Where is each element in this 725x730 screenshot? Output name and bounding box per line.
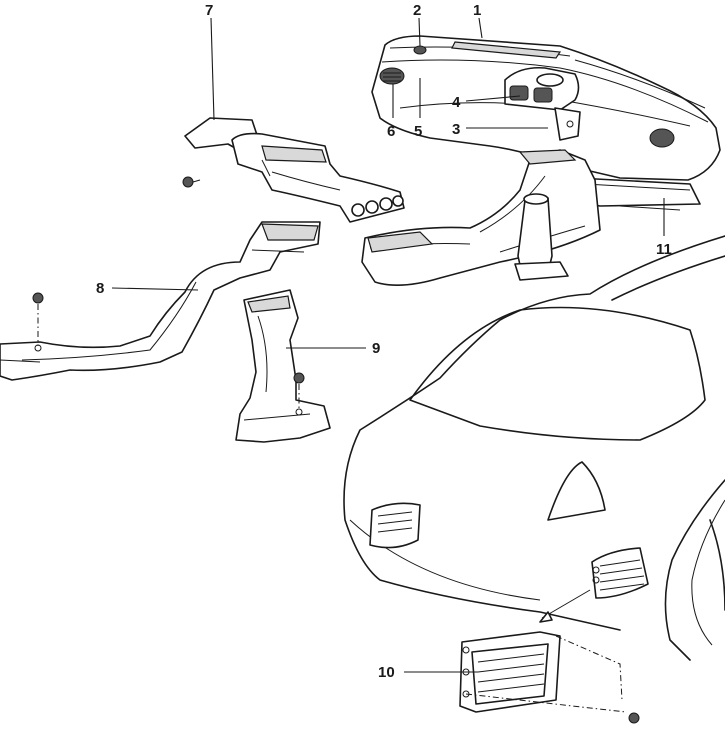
- callout-11: 11: [656, 241, 672, 258]
- leader-lines: [111, 17, 665, 673]
- callout-8: 8: [96, 280, 104, 297]
- rear-duct-7: [182, 117, 405, 223]
- callout-3: 3: [452, 121, 460, 138]
- floor-duct-8: [0, 221, 321, 381]
- callout-10: 10: [378, 664, 395, 681]
- exhaust-grille-10: [459, 589, 640, 724]
- callout-6: 6: [387, 123, 395, 140]
- rear-floor-duct-9: [235, 289, 331, 443]
- callout-7: 7: [205, 2, 213, 19]
- callout-9: 9: [372, 340, 380, 357]
- instrument-panel: [371, 35, 721, 181]
- main-floor-duct: [361, 149, 601, 286]
- callout-4: 4: [452, 94, 461, 111]
- callout-1: 1: [473, 2, 481, 19]
- callout-5: 5: [414, 123, 422, 140]
- car-body: [343, 235, 725, 661]
- callout-2: 2: [413, 2, 421, 19]
- callout-labels: 1 2 3 4 5 6 7 8 9 10 11: [96, 2, 672, 681]
